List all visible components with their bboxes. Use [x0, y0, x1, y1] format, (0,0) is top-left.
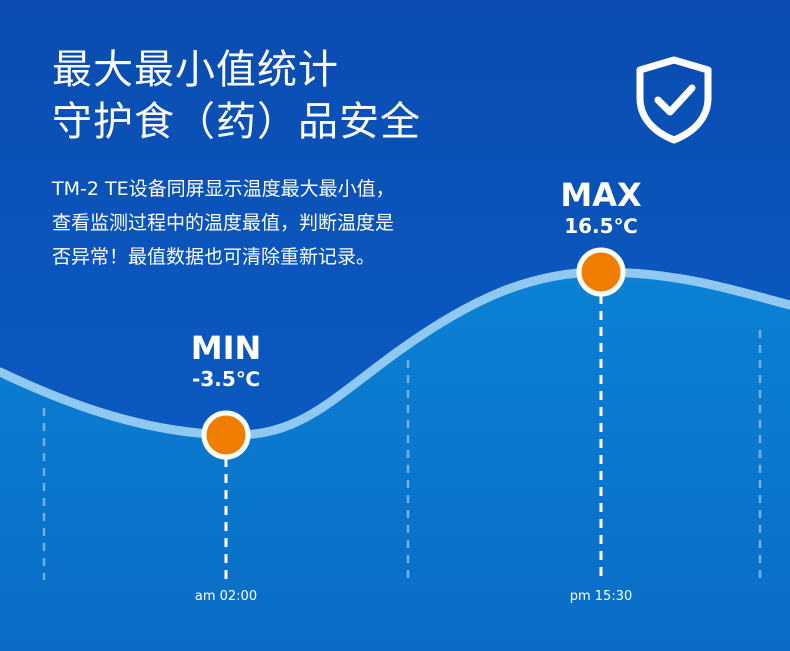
page-title: 最大最小值统计 守护食（药）品安全	[52, 44, 421, 148]
min-time: am 02:00	[194, 589, 258, 604]
description-line-3: 否异常！最值数据也可清除重新记录。	[52, 246, 376, 268]
min-marker	[201, 410, 251, 460]
description-line-1: TM-2 TE设备同屏显示温度最大最小值，	[52, 178, 395, 200]
shield-check-icon	[636, 56, 712, 144]
max-label: MAX 16.5℃	[541, 177, 661, 239]
temperature-curve	[0, 267, 790, 440]
wave-area	[0, 272, 790, 651]
max-time: pm 15:30	[569, 589, 633, 604]
description: TM-2 TE设备同屏显示温度最大最小值， 查看监测过程中的温度最值，判断温度是…	[52, 172, 395, 274]
min-value: -3.5℃	[192, 367, 260, 391]
min-label: MIN -3.5℃	[166, 330, 286, 392]
description-line-2: 查看监测过程中的温度最值，判断温度是	[52, 212, 395, 234]
min-title: MIN	[190, 329, 262, 367]
max-marker	[576, 247, 626, 297]
max-value: 16.5℃	[564, 214, 638, 238]
title-line-2: 守护食（药）品安全	[52, 99, 421, 145]
max-title: MAX	[560, 176, 642, 214]
title-line-1: 最大最小值统计	[52, 47, 339, 93]
